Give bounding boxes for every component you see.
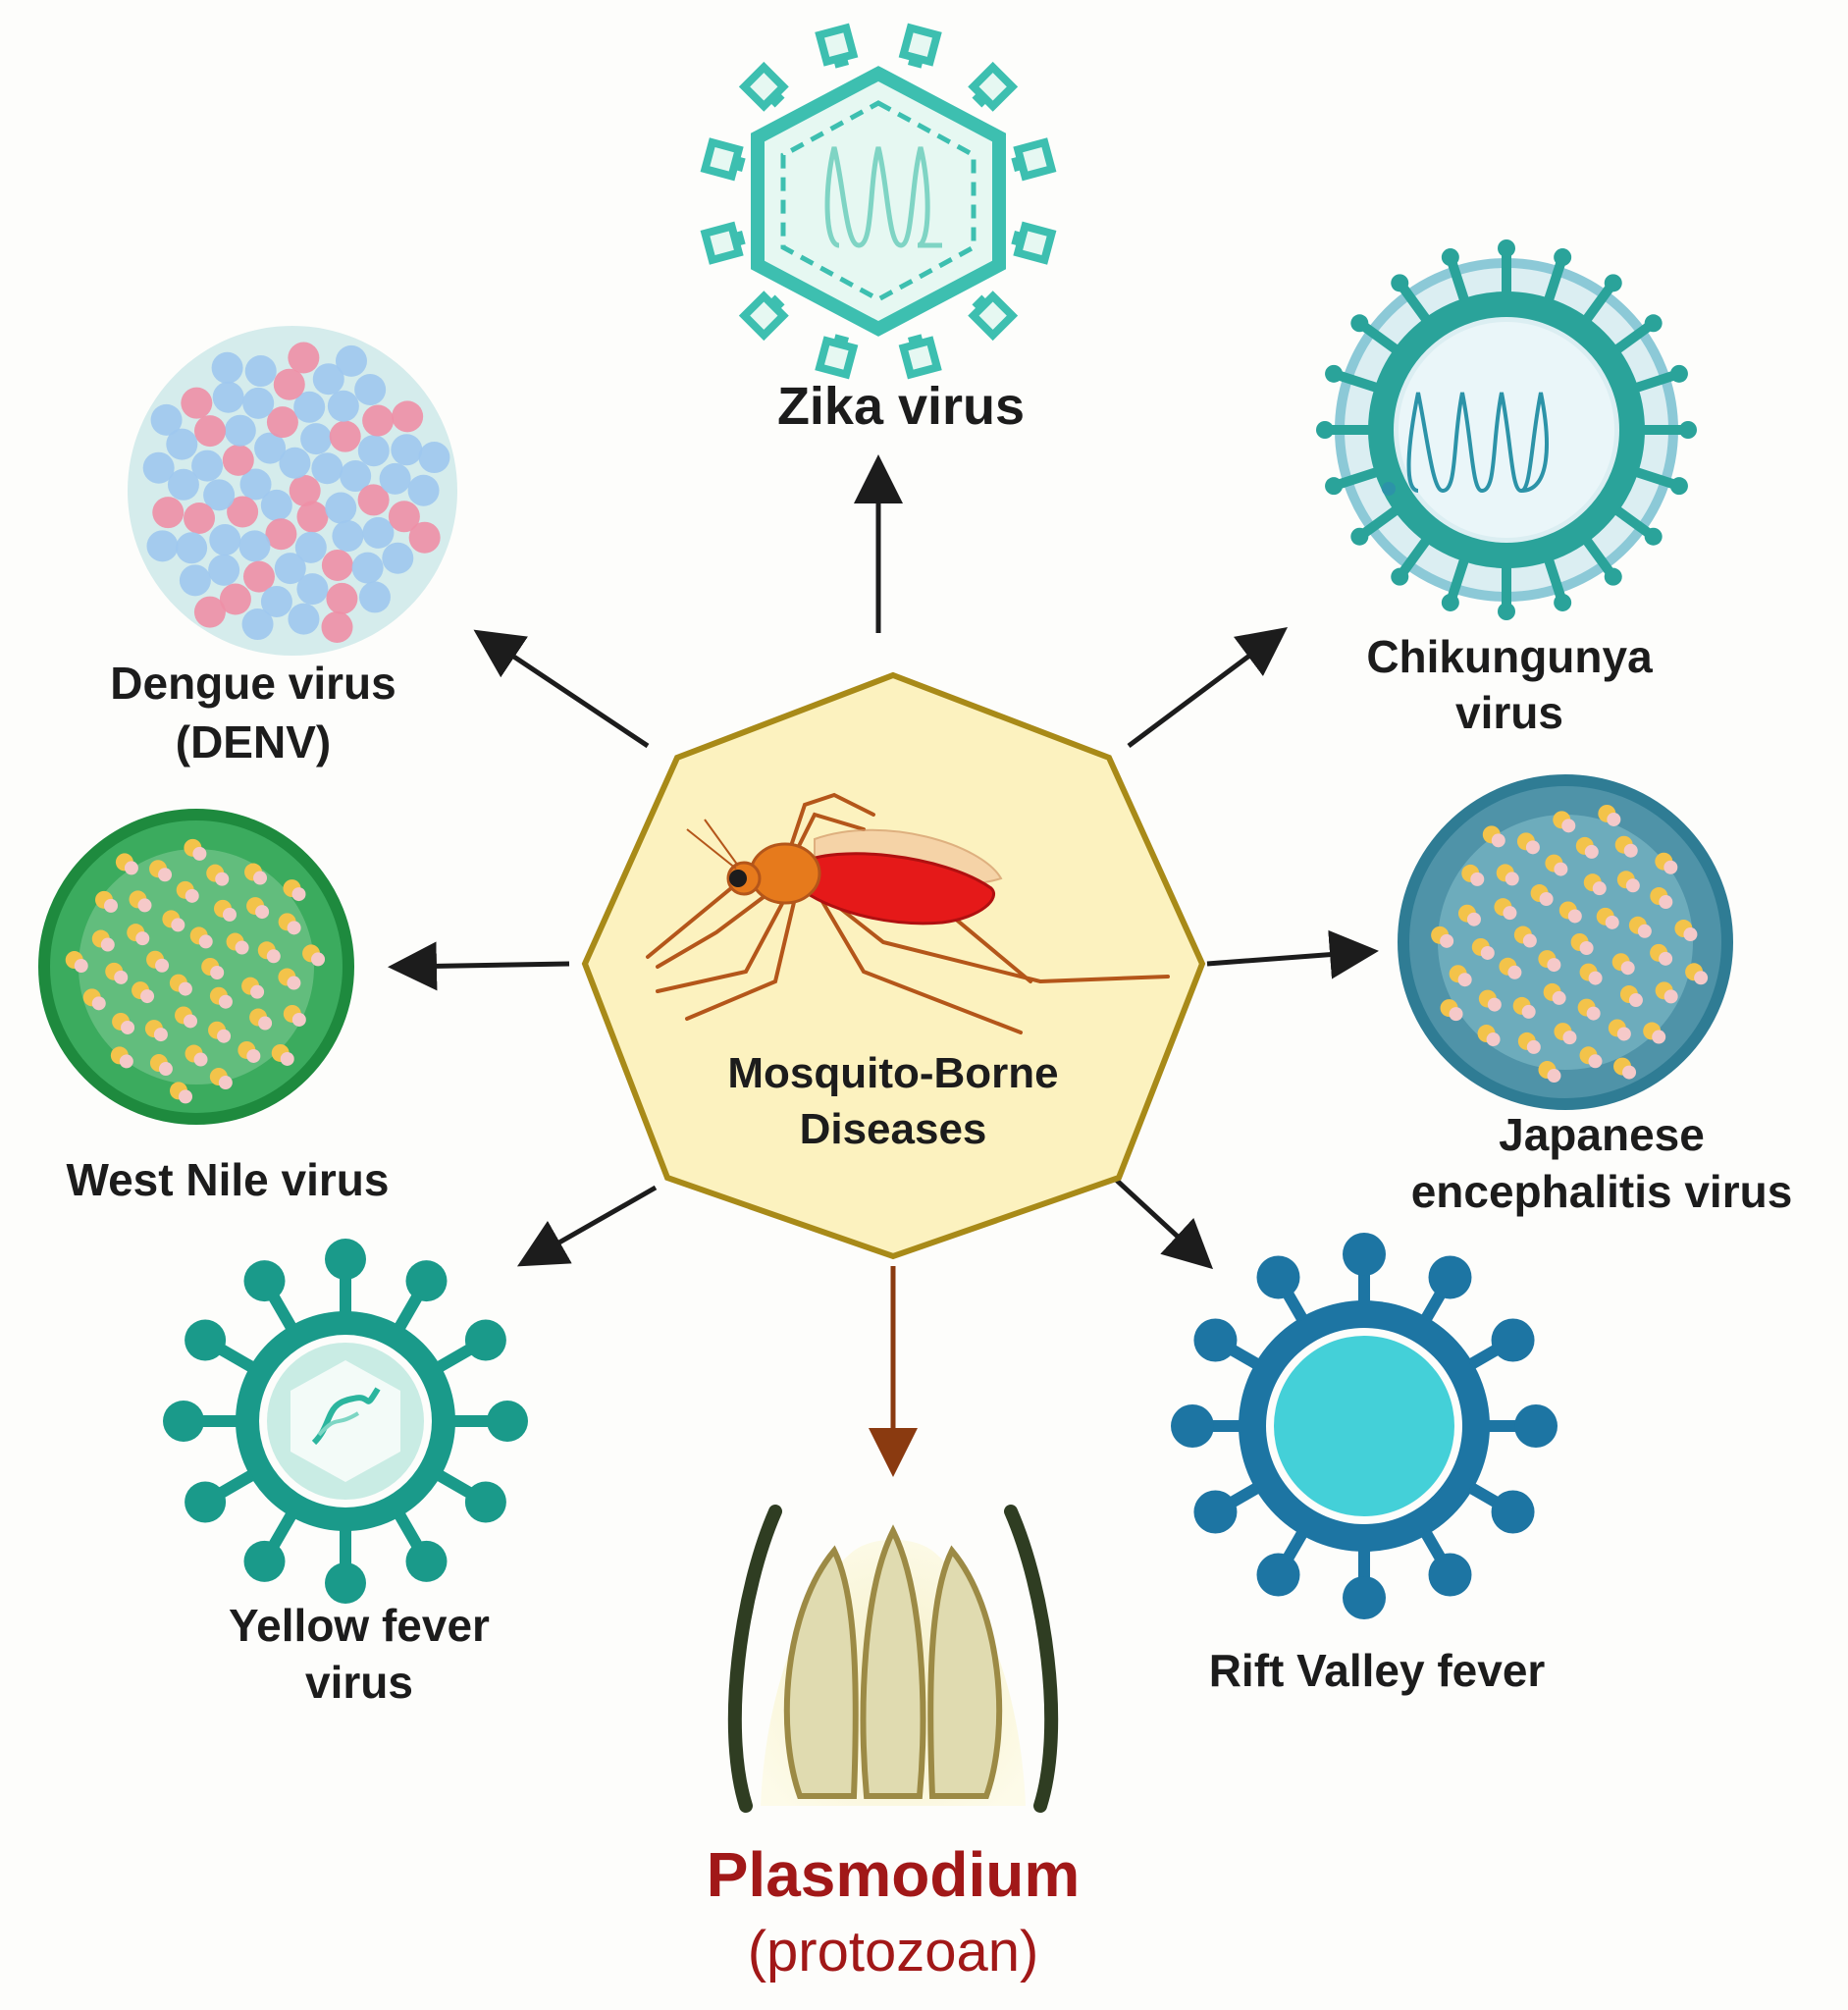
zika-virus-node: Zika virus [700,23,1057,436]
rift-valley-fever-label: Rift Valley fever [1209,1645,1546,1696]
arrow-to-chikungunya [1127,627,1289,749]
west-nile-label: West Nile virus [67,1154,390,1205]
dengue-label-line2: (DENV) [176,716,331,767]
arrow-to-rift [1112,1176,1214,1270]
arrow-to-dengue [473,629,650,749]
center-node: Mosquito-Borne Diseases [581,671,1206,1260]
plasmodium-label: Plasmodium [707,1839,1081,1910]
arrow-to-westnile [388,941,570,991]
zika-virus-label: Zika virus [777,377,1025,436]
center-label-line1: Mosquito-Borne [727,1049,1058,1097]
center-label-line2: Diseases [800,1105,987,1153]
mosquito-icon [646,792,1170,1034]
dengue-node: Dengue virus (DENV) [110,326,457,767]
dengue-virus-icon [128,326,457,656]
chikungunya-label-line2: virus [1455,687,1563,738]
yellow-fever-label-line2: virus [305,1657,413,1708]
chikungunya-label-line1: Chikungunya [1366,631,1653,682]
yellow-fever-label-line1: Yellow fever [229,1600,490,1651]
arrow-to-yellow [516,1185,658,1267]
arrow-to-japanese [1206,929,1379,979]
zika-virus-icon [700,23,1057,380]
center-heptagon [581,671,1206,1260]
plasmodium-icon [727,1505,1059,1813]
plasmodium-sublabel: (protozoan) [748,1920,1039,1984]
rift-valley-fever-node: Rift Valley fever [1171,1233,1558,1696]
japanese-label-line2: encephalitis virus [1411,1166,1793,1217]
japanese-label-line1: Japanese [1499,1109,1705,1160]
chikungunya-virus-node: Chikungunya virus [1316,239,1697,738]
west-nile-node: West Nile virus [38,809,390,1205]
japanese-encephalitis-node: Japanese encephalitis virus [1398,774,1793,1217]
chikungunya-virus-icon [1316,239,1697,620]
yellow-fever-icon [163,1239,528,1604]
yellow-fever-node: Yellow fever virus [163,1239,528,1708]
arrows [388,454,1379,1477]
west-nile-icon [38,809,354,1125]
plasmodium-node: Plasmodium (protozoan) [707,1505,1081,1984]
rift-valley-fever-icon [1171,1233,1558,1619]
dengue-label-line1: Dengue virus [110,658,396,709]
japanese-encephalitis-icon [1398,774,1733,1110]
